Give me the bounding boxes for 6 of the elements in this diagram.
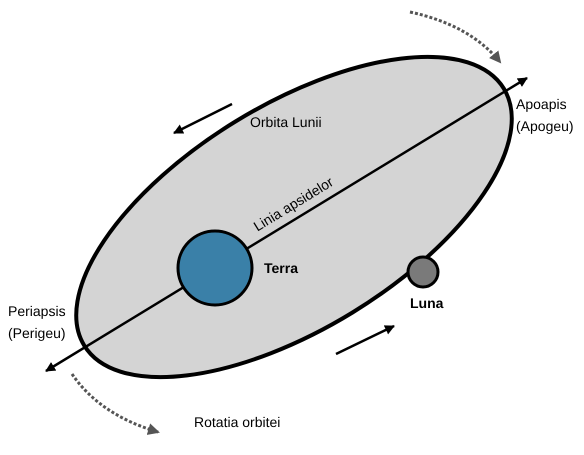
- periapsis-label: Periapsis (Perigeu): [8, 302, 67, 343]
- orbit-label: Orbita Lunii: [250, 113, 322, 132]
- rotation-label: Rotatia orbitei: [194, 413, 280, 432]
- moon-label: Luna: [410, 294, 444, 313]
- apoapsis-label: Apoapis (Apogeu): [516, 95, 575, 136]
- earth-label: Terra: [264, 259, 298, 278]
